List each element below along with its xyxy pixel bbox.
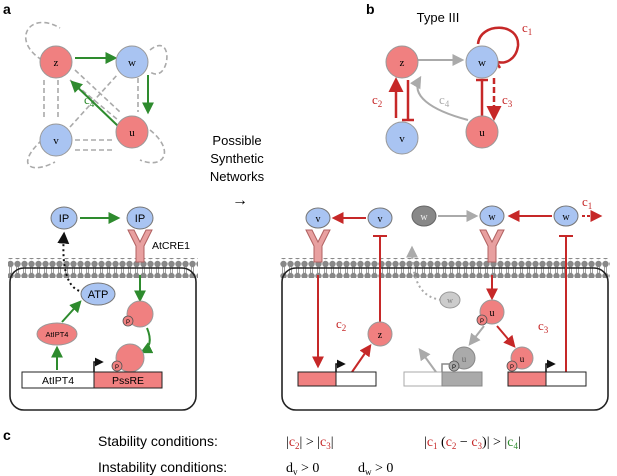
b-cell-c3-label: c3 (538, 318, 549, 335)
phospho-protein-a (126, 300, 154, 328)
stability-condition-1: |c2| > |c3| (286, 435, 334, 451)
b-z-inside-label: z (378, 330, 383, 341)
middle-arrow: → (232, 192, 248, 209)
b-u-bottom-label: u (520, 354, 525, 364)
panel-label-c: c (3, 427, 11, 443)
middle-line-2: Synthetic (210, 151, 264, 166)
b-w-center-label: w (488, 212, 496, 223)
b-phospho-gray (448, 360, 460, 372)
ip-bound-label: IP (135, 213, 145, 225)
b-v-right-label: v (378, 214, 383, 225)
b-gene-2-promoter (441, 371, 483, 387)
b-v-left-label: v (316, 214, 321, 225)
b-node-v (385, 121, 419, 155)
node-u (115, 115, 149, 149)
atp-label: ATP (88, 289, 109, 301)
middle-line-3: Networks (210, 169, 265, 184)
b-node-z-label: z (400, 57, 405, 69)
instability-condition-1: dv > 0 (286, 461, 319, 476)
cell-outline-a (9, 267, 197, 411)
b-w-inner (439, 291, 461, 309)
b-gene-3-promoter (545, 371, 587, 387)
b-v-right (367, 207, 393, 229)
enzyme-label: AtIPT4 (46, 330, 69, 339)
b-gene-2-coding (403, 371, 443, 387)
b-phospho-2-label: P (510, 365, 514, 371)
b-w-right-label: w (562, 212, 570, 223)
panel-a-c4-label: c4 (84, 92, 95, 109)
node-w-label: w (128, 57, 136, 69)
b-u-gray-label: u (462, 354, 467, 364)
node-v (39, 123, 73, 157)
b-node-w (465, 45, 499, 79)
panel-a-network: c4 z w v u (24, 21, 168, 169)
stability-condition-2: |c1 (c2 − c3)| > |c4| (424, 435, 521, 451)
b-node-u-label: u (479, 127, 485, 139)
b-v-left (305, 207, 331, 229)
receptor-icon (127, 229, 153, 263)
node-z-label: z (54, 57, 59, 69)
panel-b-network: Type III c4 c1 c2 c3 z w v u (372, 10, 532, 155)
stability-label: Stability conditions: (98, 433, 218, 449)
node-u-label: u (129, 127, 135, 139)
panel-label-b: b (366, 1, 375, 17)
panel-label-a: a (3, 1, 11, 17)
cell-outline-b (281, 267, 609, 411)
panel-b-cell: v v w w w c1 c2 z w (280, 194, 610, 411)
b-w-center (479, 205, 505, 227)
instability-condition-2: dw > 0 (358, 461, 393, 476)
promoter-box (93, 371, 163, 389)
phospho-badge-a1 (122, 315, 134, 327)
ip-molecule-label: IP (59, 213, 69, 225)
middle-caption: Possible Synthetic Networks → (210, 133, 265, 209)
b-gene-1-promoter (335, 371, 377, 387)
b-u-inside-label: u (490, 308, 495, 319)
b-node-v-label: v (399, 133, 405, 145)
b-phospho-gray-label: P (452, 365, 456, 371)
b-w-right (553, 205, 579, 227)
node-z (39, 45, 73, 79)
enzyme (36, 322, 78, 346)
b-w-gray (411, 205, 437, 227)
b-w-inner-label: w (447, 296, 453, 305)
panel-a-cell: IP IP AtCRE1 ATP P P AtIPT4 AtIPT4 PssRE (8, 206, 198, 411)
panel-b-c3-label: c3 (502, 92, 513, 109)
promoter-label: PssRE (112, 375, 144, 387)
phospho-badge-a1-label: P (126, 320, 130, 326)
ip-bound (126, 206, 154, 230)
phospho-badge-a2 (111, 360, 123, 372)
panel-c: Stability conditions: Instability condit… (98, 433, 521, 476)
panel-b-c1-label: c1 (522, 20, 532, 37)
b-receptor-center (479, 229, 505, 263)
panel-b-title: Type III (417, 10, 460, 25)
b-node-w-label: w (478, 57, 486, 69)
node-w (115, 45, 149, 79)
ip-molecule (50, 206, 78, 230)
b-node-u (465, 115, 499, 149)
atp-molecule (80, 282, 116, 306)
b-cell-c1-label: c1 (582, 194, 592, 211)
b-cell-c2-label: c2 (336, 316, 346, 333)
receptor-label: AtCRE1 (152, 240, 190, 252)
b-w-gray-label: w (420, 212, 428, 223)
b-phospho-1-label: P (480, 319, 484, 325)
panel-b-c4-label: c4 (439, 92, 450, 109)
b-node-z (385, 45, 419, 79)
b-phospho-2 (506, 360, 518, 372)
b-gene-3-coding (507, 371, 547, 387)
panel-b-c2-label: c2 (372, 92, 382, 109)
b-phospho-1 (476, 314, 488, 326)
phospho-badge-a2-label: P (115, 365, 119, 371)
instability-label: Instability conditions: (98, 459, 227, 475)
b-z-inside (367, 321, 393, 347)
b-gene-1-coding (297, 371, 337, 387)
middle-line-1: Possible (212, 133, 261, 148)
gene-label: AtIPT4 (42, 375, 74, 387)
node-v-label: v (53, 135, 59, 147)
b-receptor-left (305, 229, 331, 263)
